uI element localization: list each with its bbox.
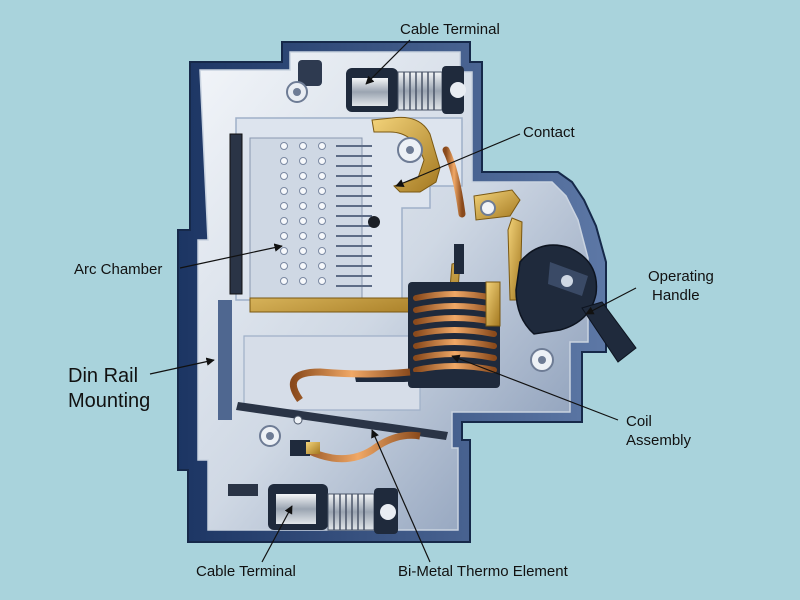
label-bimetal-thermo-element: Bi-Metal Thermo Element — [398, 563, 568, 580]
leader-lines — [149, 39, 637, 563]
label-cable-terminal-bottom: Cable Terminal — [196, 563, 296, 580]
bottom-cable-terminal — [228, 484, 398, 534]
leader-bimetal — [371, 429, 431, 563]
leader-cable-terminal-top — [365, 39, 411, 85]
arc-chamber — [249, 137, 380, 299]
top-cable-terminal — [286, 60, 466, 114]
leader-operating-handle — [585, 287, 637, 315]
leader-din-rail — [149, 357, 215, 375]
label-contact: Contact — [523, 124, 575, 141]
label-operating-handle-line2: Handle — [652, 287, 700, 304]
label-operating-handle-line1: Operating — [648, 268, 714, 285]
label-arc-chamber: Arc Chamber — [74, 261, 163, 278]
leader-coil — [451, 354, 619, 421]
label-din-rail-line1: Din Rail — [68, 365, 139, 387]
bimetal-element — [236, 368, 448, 463]
operating-handle — [515, 244, 637, 363]
label-coil-line1: Coil — [626, 413, 652, 430]
leader-cable-terminal-bottom — [261, 505, 293, 563]
contact-assembly — [249, 116, 523, 313]
label-coil-line2: Assembly — [626, 432, 692, 449]
label-operating-handle: Operating Handle — [648, 267, 714, 305]
label-coil-assembly: Coil Assembly — [626, 412, 691, 450]
label-cable-terminal-top: Cable Terminal — [400, 21, 500, 38]
leader-contact — [395, 133, 521, 187]
label-din-rail-line2: Mounting — [68, 390, 151, 412]
din-rail-strip — [218, 133, 243, 420]
label-din-rail-mounting: Din Rail Mounting — [68, 364, 150, 414]
leader-arc-chamber — [179, 243, 283, 269]
